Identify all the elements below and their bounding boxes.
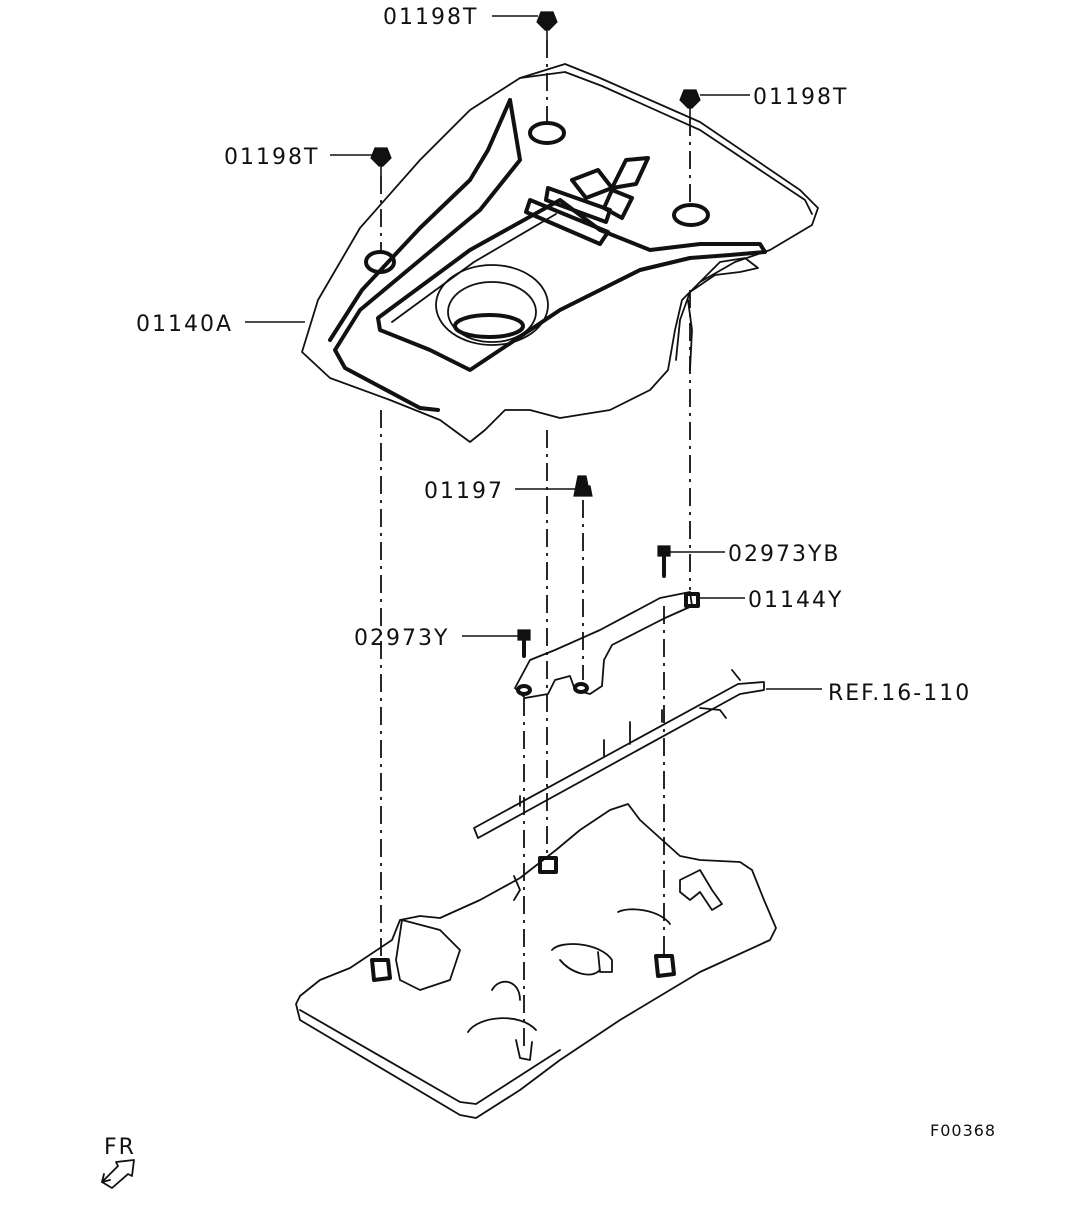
label-01198t-right: 01198T [753, 85, 848, 110]
engine-badge [524, 186, 612, 246]
assembly-lines [380, 40, 691, 1046]
label-01144y: 01144Y [748, 588, 843, 613]
bolt-02973y [462, 629, 531, 658]
bolt-01198t-top [492, 11, 558, 40]
dipstick-guide [473, 669, 822, 839]
three-diamond-logo-icon [570, 156, 650, 220]
bolt-01198t-right [679, 89, 750, 118]
figure-code: F00368 [930, 1121, 996, 1140]
front-arrow-icon [101, 1159, 135, 1189]
grommet-01144y [684, 592, 745, 608]
bolt-01198t-left [330, 147, 392, 176]
front-label: FR [104, 1135, 136, 1160]
label-02973yb: 02973YB [728, 542, 841, 567]
bracket [514, 591, 693, 699]
cylinder-head [295, 803, 777, 1119]
label-01198t-left: 01198T [224, 145, 319, 170]
clip-01197 [515, 475, 593, 497]
bolt-02973yb [657, 545, 725, 578]
label-01197: 01197 [424, 479, 504, 504]
label-01140a: 01140A [136, 312, 233, 337]
label-ref-16-110: REF.16-110 [828, 681, 971, 706]
engine-cover [301, 63, 819, 443]
label-02973y: 02973Y [354, 626, 449, 651]
label-01198t-top: 01198T [383, 5, 478, 30]
